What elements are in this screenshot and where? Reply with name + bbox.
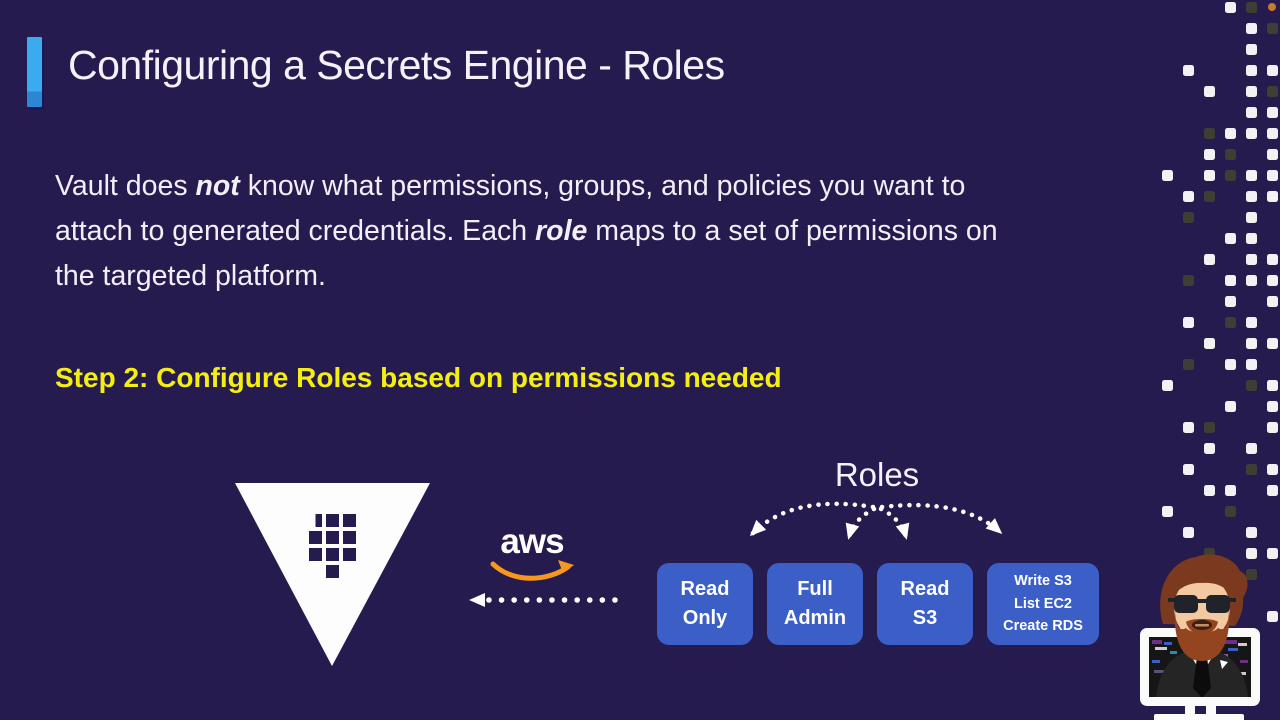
- decor-pixel: [1204, 548, 1215, 559]
- decor-pixel: [1183, 212, 1194, 223]
- decor-pixel: [1225, 128, 1236, 139]
- decor-pixel: [1204, 338, 1215, 349]
- decor-pixel: [1267, 170, 1278, 181]
- decor-pixel: [1267, 65, 1278, 76]
- decor-pixel: [1246, 44, 1257, 55]
- decor-pixel: [1204, 86, 1215, 97]
- decor-pixel: [1246, 275, 1257, 286]
- decor-pixel: [1246, 212, 1257, 223]
- decor-pixel: [1267, 548, 1278, 559]
- decor-pixel: [1225, 296, 1236, 307]
- body-text: Vault does not know what permissions, gr…: [55, 170, 998, 292]
- decor-pixel: [1246, 233, 1257, 244]
- decor-pixel: [1246, 170, 1257, 181]
- decor-pixel: [1204, 485, 1215, 496]
- decor-pixel: [1225, 2, 1236, 13]
- decor-pixel: [1183, 422, 1194, 433]
- decor-pixel: [1225, 485, 1236, 496]
- decor-pixel: [1246, 254, 1257, 265]
- decor-pixel: [1246, 464, 1257, 475]
- decor-pixel: [1267, 380, 1278, 391]
- step-text: Step 2: Configure Roles based on permiss…: [55, 362, 782, 393]
- roles-label: Roles: [834, 456, 920, 493]
- decor-pixel: [1162, 506, 1173, 517]
- page-title: Configuring a Secrets Engine - Roles: [68, 42, 725, 88]
- decor-pixel: [1267, 485, 1278, 496]
- decor-pixel: [1204, 170, 1215, 181]
- decor-pixel: [1204, 128, 1215, 139]
- decor-pixel: [1267, 338, 1278, 349]
- decor-pixel: [1267, 275, 1278, 286]
- decor-pixel: [1246, 527, 1257, 538]
- decor-pixel: [1225, 149, 1236, 160]
- decor-pixel: [1246, 65, 1257, 76]
- decor-pixel: [1268, 3, 1276, 11]
- decor-pixel: [1267, 128, 1278, 139]
- decor-pixel: [1267, 149, 1278, 160]
- aws-wordmark: aws: [500, 522, 564, 561]
- decor-pixel: [1246, 569, 1257, 580]
- decor-pixel: [1267, 401, 1278, 412]
- vault-logo-icon: [235, 483, 430, 666]
- decor-pixel: [1183, 317, 1194, 328]
- decor-pixel: [1225, 170, 1236, 181]
- decor-pixel: [1267, 296, 1278, 307]
- avatar-head: [1160, 554, 1248, 661]
- aws-smile-icon: [490, 560, 574, 581]
- decor-pixel: [1204, 191, 1215, 202]
- presenter-avatar: [1140, 554, 1260, 720]
- decor-pixel: [1183, 359, 1194, 370]
- decor-pixel: [1246, 380, 1257, 391]
- decor-pixel: [1267, 23, 1278, 34]
- decor-pixel: [1246, 317, 1257, 328]
- decor-pixel: [1225, 317, 1236, 328]
- decor-pixel: [1225, 233, 1236, 244]
- aws-logo: aws: [489, 522, 575, 592]
- decor-pixel: [1183, 65, 1194, 76]
- title-accent-bar: [27, 37, 42, 107]
- decor-pixel: [1246, 191, 1257, 202]
- decor-pixel: [1246, 2, 1257, 13]
- decor-pixel: [1267, 191, 1278, 202]
- decor-pixel: [1246, 107, 1257, 118]
- decor-pixel: [1267, 254, 1278, 265]
- decor-pixel: [1267, 611, 1278, 622]
- decor-pixel: [1204, 443, 1215, 454]
- decor-pixel: [1246, 86, 1257, 97]
- decor-pixel: [1267, 86, 1278, 97]
- decor-pixel: [1162, 380, 1173, 391]
- decor-pixel: [1246, 23, 1257, 34]
- decor-pixel: [1204, 422, 1215, 433]
- decor-pixel: [1225, 401, 1236, 412]
- decor-pixel: [1183, 275, 1194, 286]
- decor-pixel: [1267, 422, 1278, 433]
- roles-fan-arrows: [749, 501, 1003, 540]
- decor-pixel: [1225, 275, 1236, 286]
- decor-pixel: [1183, 464, 1194, 475]
- decor-pixel: [1246, 128, 1257, 139]
- decor-pixel: [1246, 338, 1257, 349]
- decor-pixel: [1246, 548, 1257, 559]
- decor-pixel: [1204, 254, 1215, 265]
- decor-pixel: [1267, 107, 1278, 118]
- decor-pixel: [1162, 170, 1173, 181]
- decor-pixel: [1183, 191, 1194, 202]
- decor-pixel: [1225, 506, 1236, 517]
- decor-pixel: [1246, 359, 1257, 370]
- decor-pixel: [1183, 527, 1194, 538]
- decor-pixel: [1225, 359, 1236, 370]
- decor-pixel: [1267, 464, 1278, 475]
- decor-pixel: [1246, 443, 1257, 454]
- decor-pixel: [1204, 149, 1215, 160]
